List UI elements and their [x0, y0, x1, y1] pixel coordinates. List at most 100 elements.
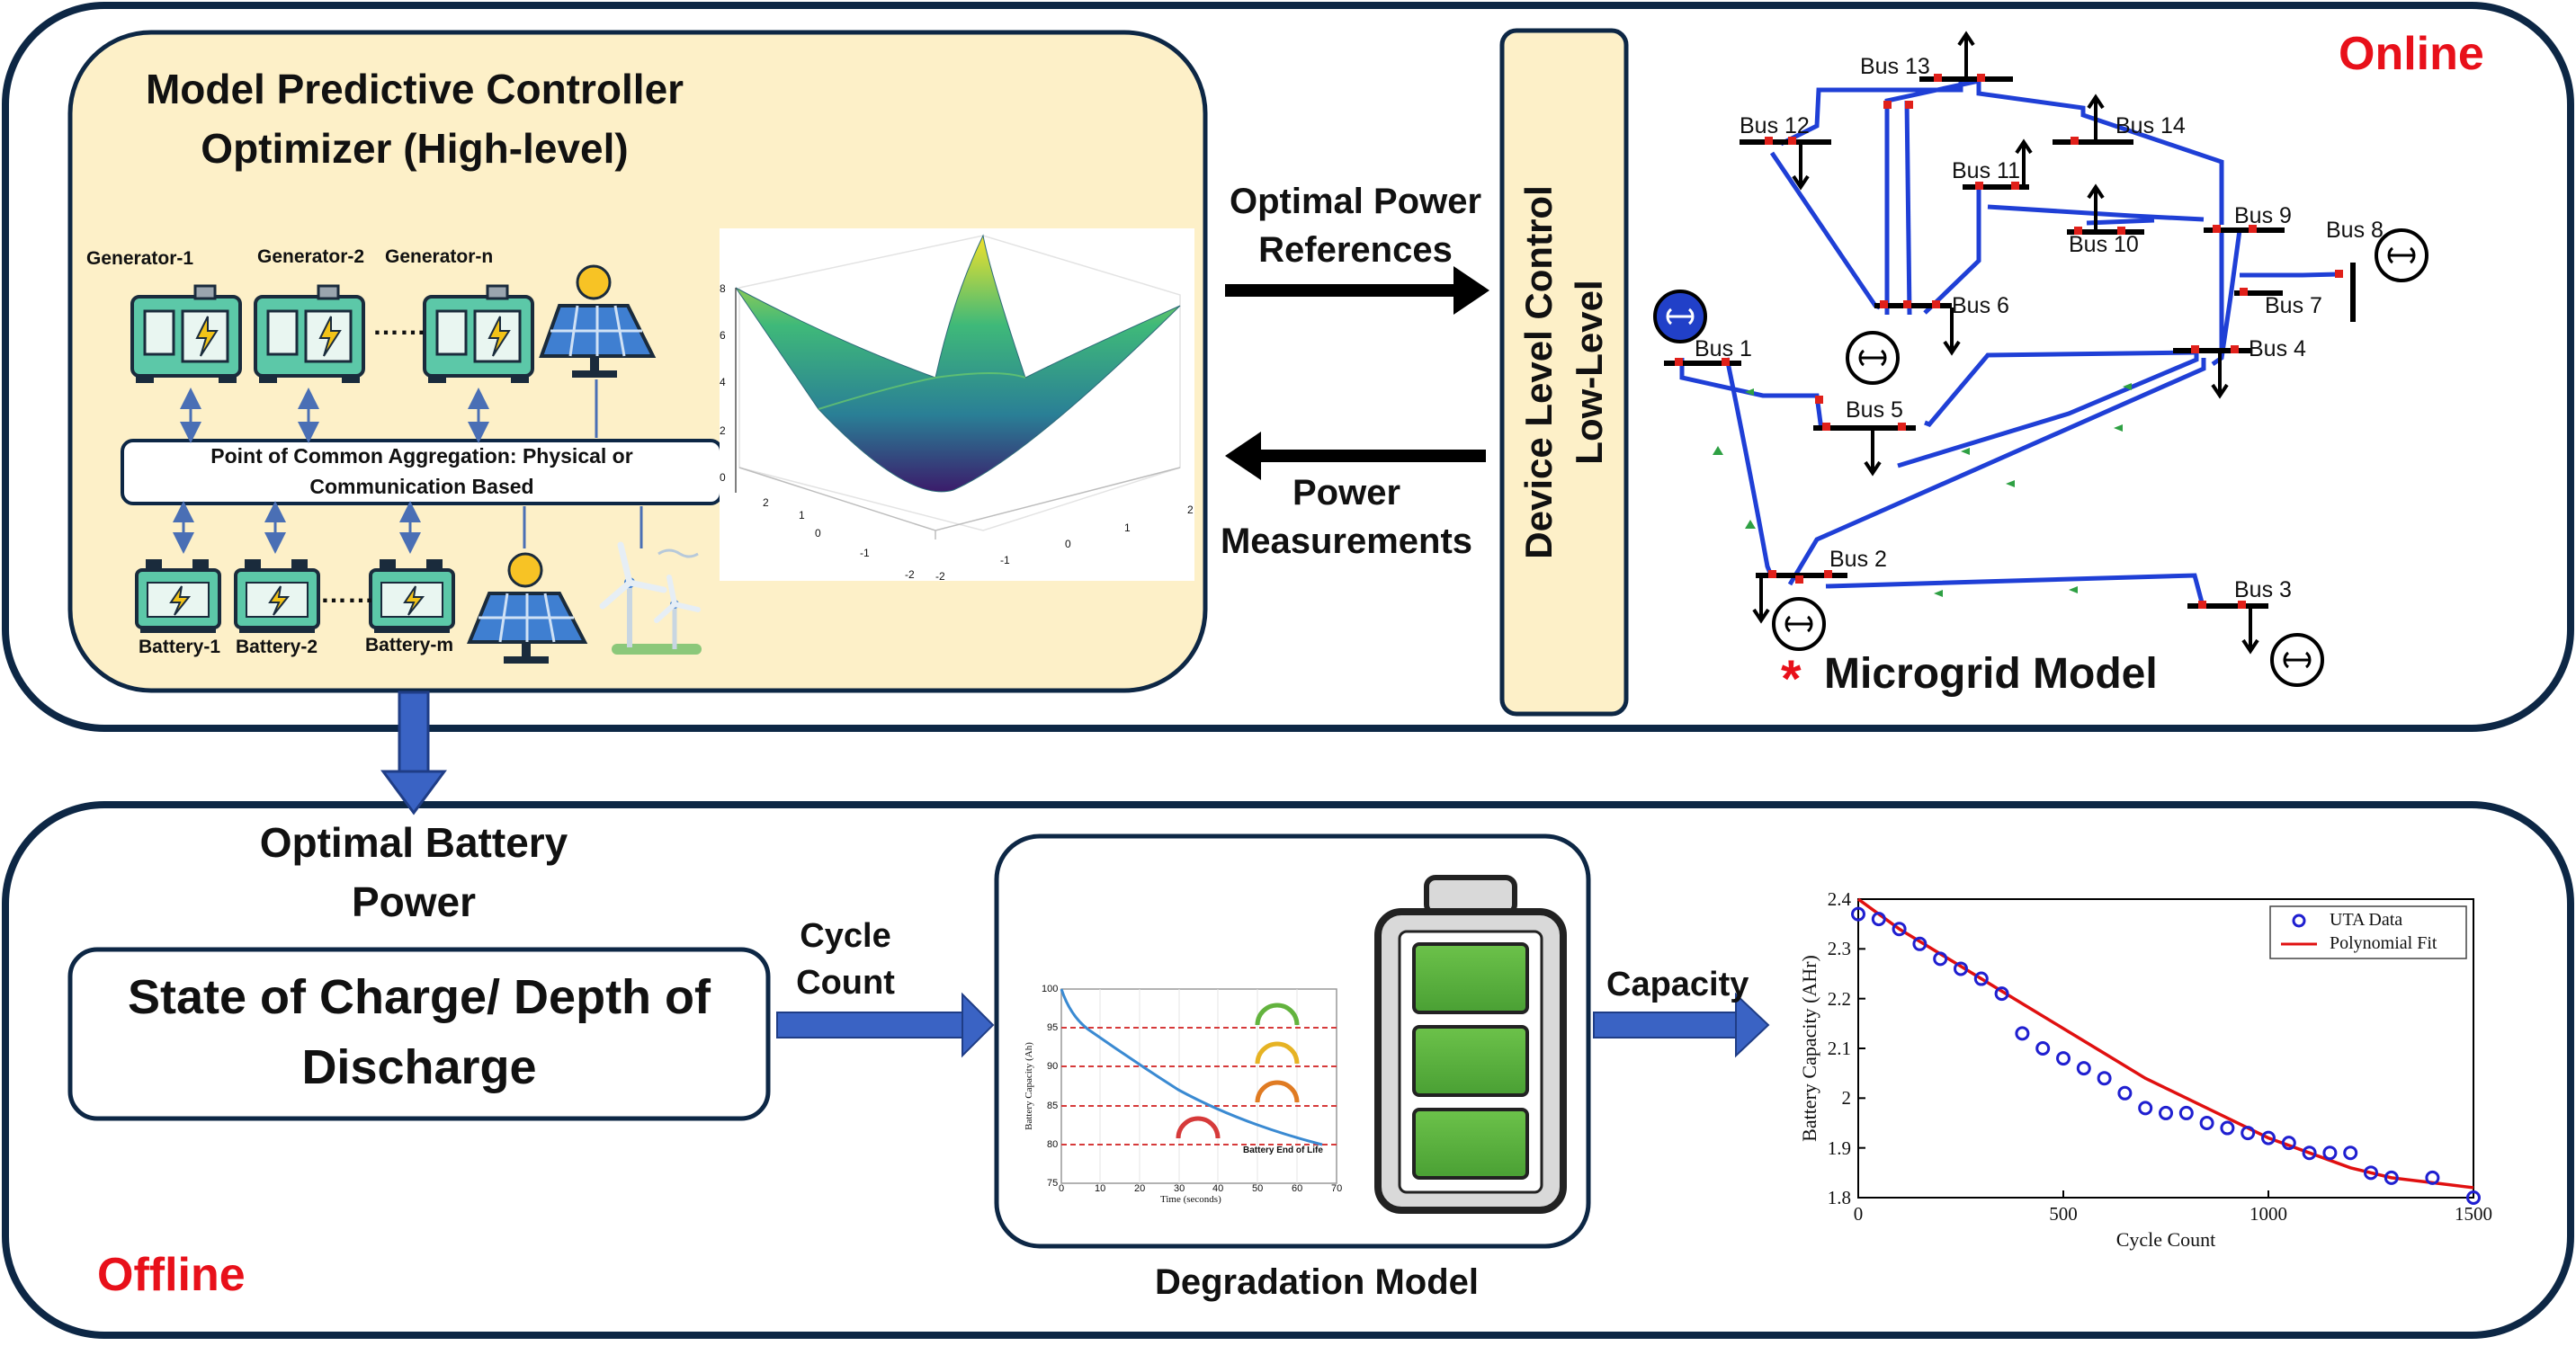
chart-point — [2343, 1145, 2358, 1161]
chart-point — [2138, 1101, 2153, 1116]
chart-point — [2097, 1071, 2112, 1086]
degradation-x-tick: 60 — [1292, 1183, 1303, 1194]
bus-label: Bus 11 — [1952, 158, 2020, 183]
chart-ticks — [1857, 898, 2474, 1199]
battery-ellipsis: …… — [320, 579, 374, 609]
wind-turbine-icon — [599, 541, 702, 655]
degradation-y-tick: 95 — [1047, 1022, 1059, 1033]
bus-label: Bus 9 — [2234, 203, 2292, 228]
chart-point — [2178, 1105, 2194, 1120]
big-battery-icon — [1374, 875, 1567, 1214]
soc-box — [67, 947, 771, 1121]
power-reference-arrow — [1225, 266, 1489, 315]
legend-label-uta: UTA Data — [2330, 910, 2403, 930]
chart-point — [1912, 936, 1928, 951]
capacity-arrow — [1593, 992, 1770, 1058]
bus-label: Bus 5 — [1846, 397, 1903, 423]
bus-label: Bus 3 — [2234, 577, 2292, 602]
battery-icons — [135, 559, 455, 633]
surface-z-tick: 2 — [720, 424, 726, 437]
chart-point — [2322, 1145, 2338, 1161]
bus-label: Bus 2 — [1829, 547, 1887, 572]
surface-z-tick: 6 — [720, 329, 726, 342]
chart-point — [2056, 1051, 2071, 1066]
generator-icon — [130, 284, 242, 383]
surface-x-tick: -2 — [905, 568, 915, 581]
cycle-count-line2: Count — [796, 964, 895, 1002]
soc-line2: Discharge — [301, 1040, 537, 1094]
microgrid-network — [1653, 31, 2428, 687]
online-label: Online — [2339, 28, 2484, 80]
y-tick-label: 2.3 — [1827, 938, 1851, 960]
chart-point — [2281, 1136, 2296, 1151]
degradation-y-tick: 85 — [1047, 1101, 1059, 1111]
chart-fit-series — [1856, 897, 2474, 1190]
cycle-count-arrow — [776, 992, 995, 1058]
bus-label: Bus 8 — [2326, 218, 2384, 243]
aggregation-label-line1: Point of Common Aggregation: Physical or — [210, 444, 633, 468]
x-tick-label: 1000 — [2250, 1203, 2287, 1225]
chart-xlabel: Cycle Count — [2115, 1228, 2216, 1251]
x-tick-label: 500 — [2049, 1203, 2078, 1225]
degradation-title: Degradation Model — [1154, 1262, 1480, 1302]
y-tick-label: 2.4 — [1827, 888, 1851, 910]
degradation-x-tick: 40 — [1212, 1183, 1224, 1194]
chart-point — [2302, 1145, 2317, 1161]
surface-x-tick: -1 — [860, 547, 870, 559]
battery-label: Battery-1 — [139, 637, 221, 657]
generator-label: Generator-2 — [257, 246, 365, 267]
aggregation-links — [173, 379, 643, 554]
offline-label: Offline — [97, 1249, 246, 1301]
down-arrow — [380, 691, 447, 816]
degradation-plot — [1060, 988, 1337, 1184]
device-control-line1: Device Level Control — [1517, 185, 1560, 559]
chart-point — [1933, 951, 1948, 967]
optimal-battery-line1: Optimal Battery — [259, 819, 568, 866]
gauge-icons — [1176, 1003, 1300, 1139]
battery-icon — [369, 559, 455, 633]
chart-point — [1892, 922, 1907, 937]
power-measurement-arrow — [1225, 432, 1486, 480]
bus-label: Bus 12 — [1740, 113, 1810, 138]
chart-point — [2466, 1190, 2481, 1205]
degradation-x-tick: 30 — [1174, 1183, 1185, 1194]
degradation-x-tick: 20 — [1134, 1183, 1146, 1194]
y-tick-label: 2 — [1841, 1087, 1852, 1110]
capacity-label: Capacity — [1606, 966, 1749, 1003]
chart-point — [1871, 912, 1886, 927]
degradation-x-tick: 50 — [1252, 1183, 1264, 1194]
surface-y-tick: 0 — [1065, 538, 1071, 550]
battery-icon — [135, 559, 221, 633]
surface-z-tick: 0 — [720, 471, 726, 484]
battery-label: Battery-m — [365, 635, 454, 655]
x-tick-label: 0 — [1853, 1203, 1864, 1225]
aggregation-label-line2: Communication Based — [309, 475, 534, 498]
chart-point — [2241, 1126, 2256, 1141]
bus-label: Bus 1 — [1695, 336, 1752, 361]
y-tick-label: 2.2 — [1827, 987, 1851, 1010]
chart-point — [1994, 986, 2009, 1002]
degradation-y-tick: 90 — [1047, 1061, 1059, 1072]
bus-label: Bus 7 — [2265, 293, 2322, 318]
surface-y-tick: 1 — [1124, 521, 1131, 534]
surface-y-tick: -2 — [935, 570, 945, 583]
surface-y-tick: -1 — [1000, 554, 1010, 566]
degradation-xlabel: Time (seconds) — [1160, 1194, 1221, 1205]
battery-icon — [234, 559, 320, 633]
chart-point — [2015, 1026, 2030, 1041]
battery-label: Battery-2 — [236, 637, 318, 657]
microgrid-asterisk: * — [1781, 650, 1802, 709]
power-measurements-label-line2: Measurements — [1220, 521, 1473, 561]
chart-point — [2035, 1041, 2051, 1056]
generator-label: Generator-n — [385, 246, 494, 267]
degradation-annotation: Battery End of Life — [1243, 1145, 1323, 1155]
y-tick-label: 1.8 — [1827, 1187, 1851, 1208]
degradation-x-tick: 0 — [1059, 1183, 1065, 1194]
y-tick-label: 2.1 — [1827, 1038, 1851, 1059]
bus-label: Bus 13 — [1860, 54, 1930, 79]
surface-z-tick: 4 — [720, 376, 726, 388]
chart-point — [1973, 971, 1989, 986]
chart-point — [2076, 1061, 2091, 1076]
bus-label: Bus 6 — [1952, 293, 2009, 318]
device-control-box — [1499, 28, 1629, 717]
